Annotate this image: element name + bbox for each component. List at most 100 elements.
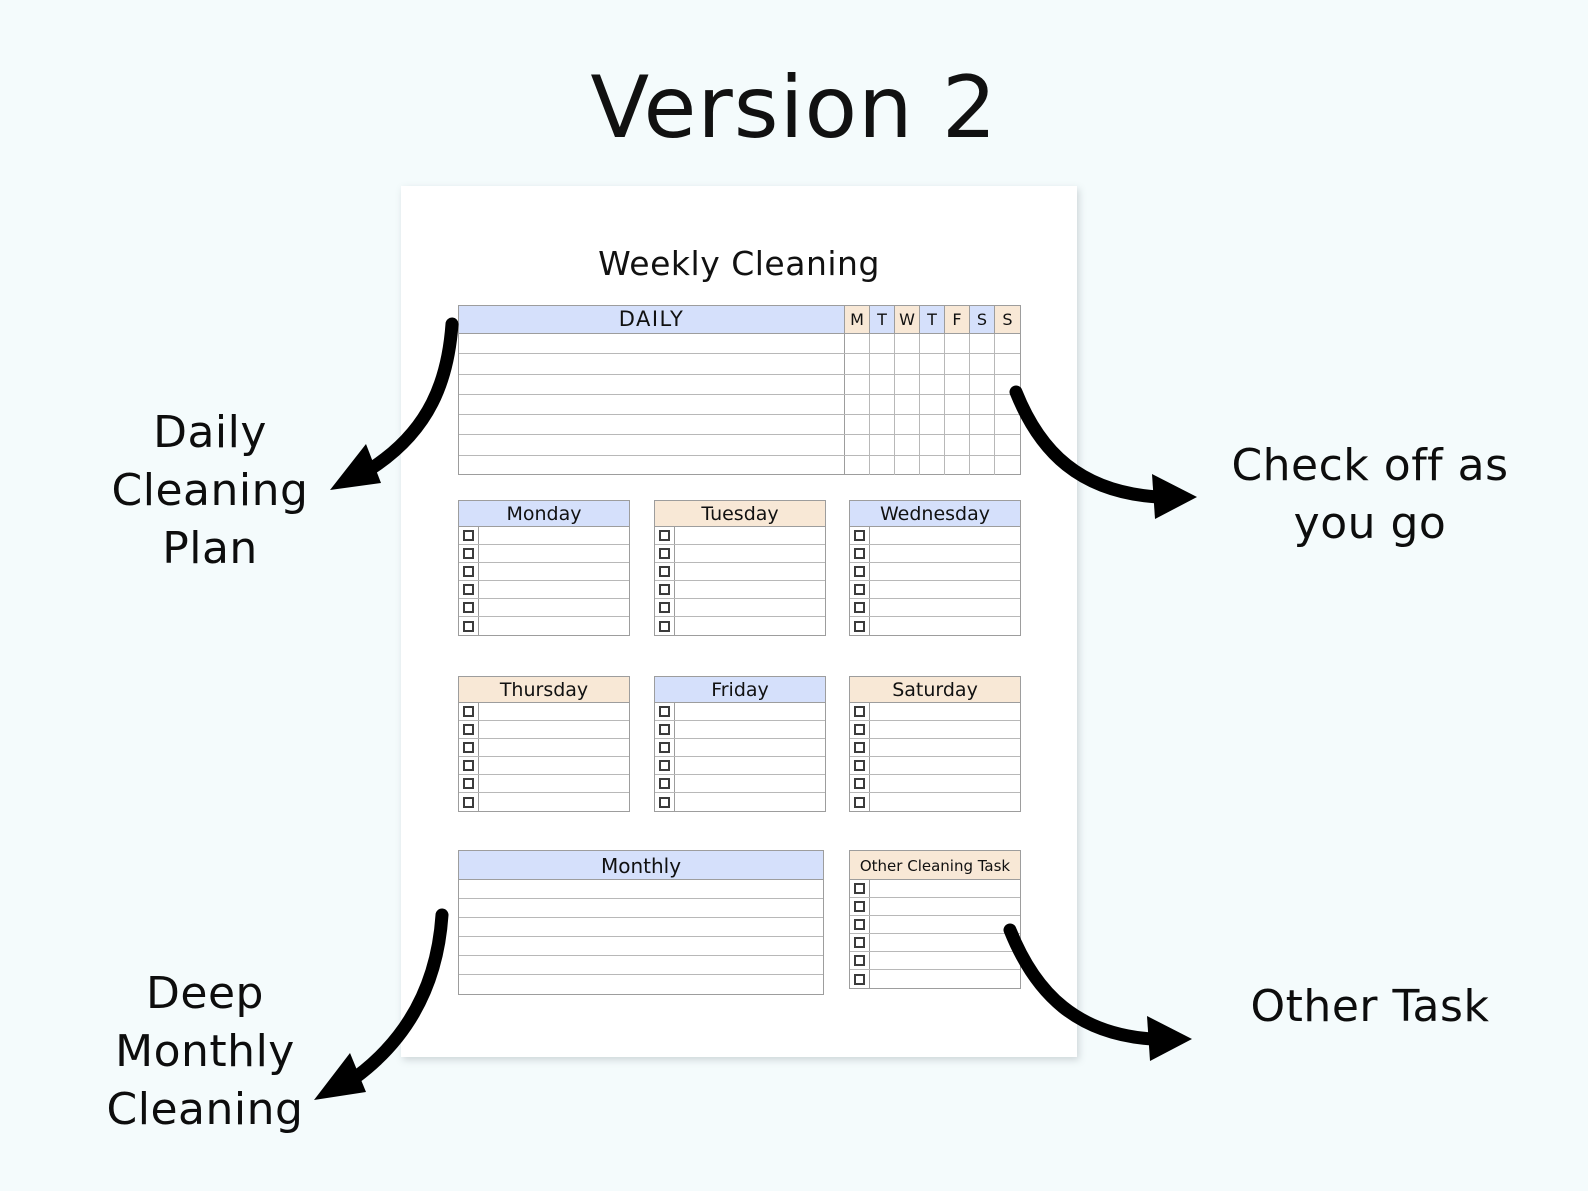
checklist-row[interactable] xyxy=(655,563,825,581)
daily-day-cell[interactable] xyxy=(870,455,895,475)
checklist-row[interactable] xyxy=(655,703,825,721)
checkbox-icon[interactable] xyxy=(854,778,865,789)
checklist-row[interactable] xyxy=(655,545,825,563)
checkbox-icon[interactable] xyxy=(854,706,865,717)
checkbox-cell[interactable] xyxy=(850,545,870,562)
checkbox-icon[interactable] xyxy=(463,724,474,735)
task-write-line[interactable] xyxy=(870,527,1020,544)
daily-day-cell[interactable] xyxy=(995,415,1020,434)
daily-day-cell[interactable] xyxy=(895,455,920,475)
task-write-line[interactable] xyxy=(870,916,1020,933)
checkbox-icon[interactable] xyxy=(659,566,670,577)
checkbox-icon[interactable] xyxy=(463,602,474,613)
task-write-line[interactable] xyxy=(675,527,825,544)
checkbox-icon[interactable] xyxy=(463,566,474,577)
task-write-line[interactable] xyxy=(675,721,825,738)
checkbox-icon[interactable] xyxy=(659,760,670,771)
task-write-line[interactable] xyxy=(870,703,1020,720)
task-write-line[interactable] xyxy=(675,793,825,811)
checklist-row[interactable] xyxy=(850,880,1020,898)
checkbox-cell[interactable] xyxy=(655,581,675,598)
checkbox-icon[interactable] xyxy=(854,796,865,808)
daily-task-input[interactable] xyxy=(459,374,845,394)
checklist-row[interactable] xyxy=(655,775,825,793)
daily-task-input[interactable] xyxy=(459,334,845,354)
checkbox-cell[interactable] xyxy=(655,617,675,635)
checklist-row[interactable] xyxy=(655,617,825,635)
daily-day-cell[interactable] xyxy=(970,435,995,455)
daily-table-row[interactable] xyxy=(459,455,1020,475)
checkbox-cell[interactable] xyxy=(459,757,479,774)
checkbox-icon[interactable] xyxy=(854,724,865,735)
daily-day-cell[interactable] xyxy=(845,394,870,415)
checkbox-icon[interactable] xyxy=(463,584,474,595)
checkbox-icon[interactable] xyxy=(463,760,474,771)
task-write-line[interactable] xyxy=(870,721,1020,738)
checkbox-cell[interactable] xyxy=(655,757,675,774)
daily-day-cell[interactable] xyxy=(870,435,895,455)
checklist-row[interactable] xyxy=(459,563,629,581)
daily-day-cell[interactable] xyxy=(870,354,895,374)
task-write-line[interactable] xyxy=(479,757,629,774)
checkbox-cell[interactable] xyxy=(850,757,870,774)
checklist-row[interactable] xyxy=(459,721,629,739)
task-write-line[interactable] xyxy=(870,581,1020,598)
task-write-line[interactable] xyxy=(675,563,825,580)
checkbox-icon[interactable] xyxy=(854,566,865,577)
daily-day-cell[interactable] xyxy=(870,394,895,415)
checkbox-cell[interactable] xyxy=(459,545,479,562)
task-write-line[interactable] xyxy=(479,739,629,756)
daily-task-input[interactable] xyxy=(459,415,845,435)
checklist-row[interactable] xyxy=(459,545,629,563)
daily-table-row[interactable] xyxy=(459,354,1020,375)
task-write-line[interactable] xyxy=(870,545,1020,562)
daily-day-cell[interactable] xyxy=(945,435,970,455)
checkbox-cell[interactable] xyxy=(850,739,870,756)
checklist-row[interactable] xyxy=(850,898,1020,916)
daily-day-cell[interactable] xyxy=(945,374,970,394)
task-write-line[interactable] xyxy=(870,775,1020,792)
daily-day-cell[interactable] xyxy=(970,455,995,475)
checkbox-icon[interactable] xyxy=(659,724,670,735)
daily-day-cell[interactable] xyxy=(920,435,945,455)
checklist-row[interactable] xyxy=(850,970,1020,988)
checkbox-icon[interactable] xyxy=(854,530,865,541)
task-write-line[interactable] xyxy=(479,703,629,720)
checklist-row[interactable] xyxy=(459,739,629,757)
daily-day-cell[interactable] xyxy=(920,455,945,475)
checkbox-icon[interactable] xyxy=(854,548,865,559)
checkbox-icon[interactable] xyxy=(659,796,670,808)
checklist-row[interactable] xyxy=(850,617,1020,635)
checklist-row[interactable] xyxy=(459,757,629,775)
checklist-row[interactable] xyxy=(655,527,825,545)
daily-task-input[interactable] xyxy=(459,455,845,475)
checklist-row[interactable] xyxy=(850,952,1020,970)
daily-day-cell[interactable] xyxy=(870,334,895,354)
daily-day-cell[interactable] xyxy=(845,374,870,394)
checkbox-cell[interactable] xyxy=(850,898,870,915)
daily-day-cell[interactable] xyxy=(920,394,945,415)
checkbox-icon[interactable] xyxy=(854,973,865,985)
checkbox-icon[interactable] xyxy=(854,937,865,948)
task-write-line[interactable] xyxy=(675,739,825,756)
task-write-line[interactable] xyxy=(870,970,1020,988)
checkbox-icon[interactable] xyxy=(854,584,865,595)
daily-day-cell[interactable] xyxy=(920,354,945,374)
checkbox-icon[interactable] xyxy=(854,742,865,753)
checkbox-cell[interactable] xyxy=(850,703,870,720)
monthly-row[interactable] xyxy=(459,956,823,975)
task-write-line[interactable] xyxy=(870,617,1020,635)
checklist-row[interactable] xyxy=(850,739,1020,757)
checkbox-icon[interactable] xyxy=(659,742,670,753)
checkbox-cell[interactable] xyxy=(850,880,870,897)
checklist-row[interactable] xyxy=(655,599,825,617)
checkbox-cell[interactable] xyxy=(850,527,870,544)
daily-day-cell[interactable] xyxy=(845,455,870,475)
checkbox-cell[interactable] xyxy=(655,739,675,756)
daily-day-cell[interactable] xyxy=(995,334,1020,353)
checkbox-icon[interactable] xyxy=(659,778,670,789)
checkbox-icon[interactable] xyxy=(463,778,474,789)
daily-day-cell[interactable] xyxy=(895,374,920,394)
daily-task-input[interactable] xyxy=(459,435,845,455)
checkbox-icon[interactable] xyxy=(854,883,865,894)
